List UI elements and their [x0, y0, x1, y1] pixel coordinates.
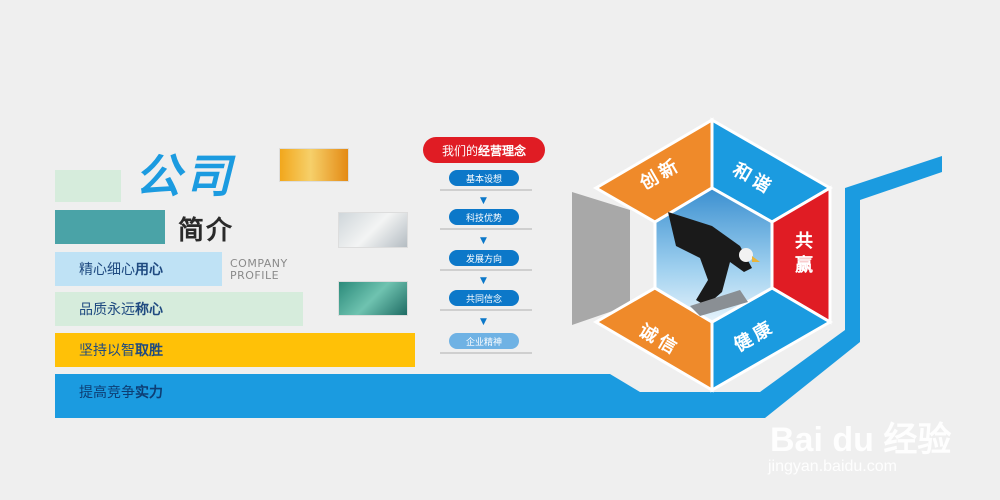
flow-step-4: 共同信念: [449, 290, 519, 306]
deco-box-teal: [55, 210, 165, 244]
flow-arrow-2: ▼: [480, 236, 487, 246]
eagle-image: [668, 212, 752, 306]
slogan-4-bold: 实力: [135, 385, 163, 401]
flow-title-bold: 经营理念: [478, 143, 527, 158]
profile-line-1: COMPANY: [230, 257, 288, 270]
flow-arrow-4: ▼: [480, 317, 487, 327]
slogan-bar-2: 品质永远称心: [55, 292, 303, 326]
subtitle: 简介: [178, 216, 235, 246]
flow-step-5: 企业精神: [449, 333, 519, 349]
slogan-4-light: 提高竞争: [79, 385, 135, 401]
profile-line-2: PROFILE: [230, 269, 280, 282]
slogan-2-light: 品质永远: [79, 302, 135, 318]
hex-label-gongying: 共赢: [792, 230, 816, 278]
flow-line-2: [440, 228, 532, 230]
hex-label-gongying-text: 共赢: [795, 231, 813, 276]
flow-title-light: 我们的: [441, 143, 478, 158]
slogan-3-light: 坚持以智: [79, 343, 135, 359]
slogan-bar-1: 精心细心用心: [55, 252, 222, 286]
slogan-3-bold: 取胜: [135, 343, 163, 359]
flow-step-1: 基本设想: [449, 170, 519, 186]
profile-text: COMPANY PROFILE: [230, 258, 288, 282]
flow-line-1: [440, 189, 532, 191]
flow-line-5: [440, 352, 532, 354]
flow-line-4: [440, 309, 532, 311]
flow-arrow-3: ▼: [480, 276, 487, 286]
slogan-1-light: 精心细心: [79, 262, 135, 278]
photo-thumbnail-2: [338, 212, 408, 248]
flow-step-2: 科技优势: [449, 209, 519, 225]
flow-title: 我们的经营理念: [423, 137, 545, 163]
watermark-url: jingyan.baidu.com: [768, 458, 897, 475]
slogan-1-bold: 用心: [135, 262, 163, 278]
slogan-2-bold: 称心: [135, 302, 163, 318]
flow-arrow-1: ▼: [480, 196, 487, 206]
flow-line-3: [440, 269, 532, 271]
deco-box-light-green: [55, 170, 121, 202]
photo-thumbnail-1: [279, 148, 349, 182]
watermark-brand: Bai du 经验: [770, 421, 952, 459]
photo-thumbnail-3: [338, 281, 408, 316]
slogan-bar-3: 坚持以智取胜: [55, 333, 415, 367]
calligraphy-title: 公司: [135, 149, 235, 203]
slogan-bar-4: 提高竞争实力: [55, 374, 355, 410]
flow-step-3: 发展方向: [449, 250, 519, 266]
